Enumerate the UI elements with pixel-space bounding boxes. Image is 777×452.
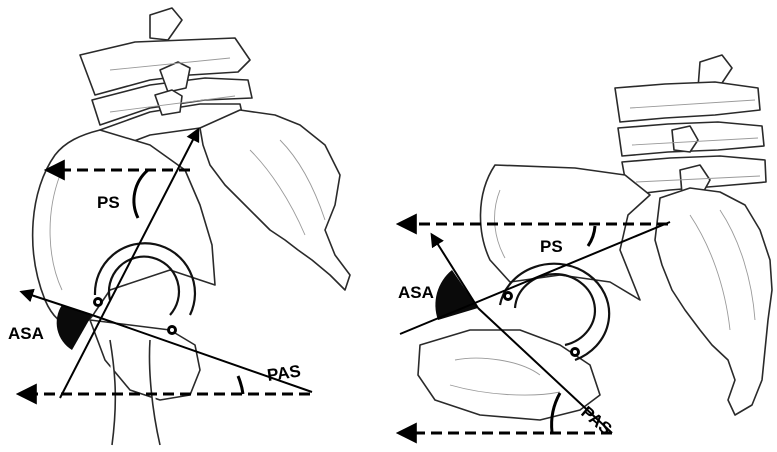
right-lumbar-vertebrae [615,55,766,198]
left-ps-label: PS [97,193,120,212]
right-sacrum [655,188,772,415]
left-pas-arc [238,376,243,394]
left-figure: PS ASA PAS [8,8,350,445]
left-sacrum [200,110,350,290]
right-iliac-wing [480,165,650,300]
right-asa-label: ASA [398,283,434,302]
left-ischium [90,320,200,400]
right-ps-label: PS [540,237,563,256]
left-pas-label: PAS [266,361,302,385]
left-asa-label: ASA [8,324,44,343]
left-iliac-wing [33,130,215,326]
right-figure: PS ASA PAS [398,55,772,439]
right-asa-wedge [435,270,478,320]
